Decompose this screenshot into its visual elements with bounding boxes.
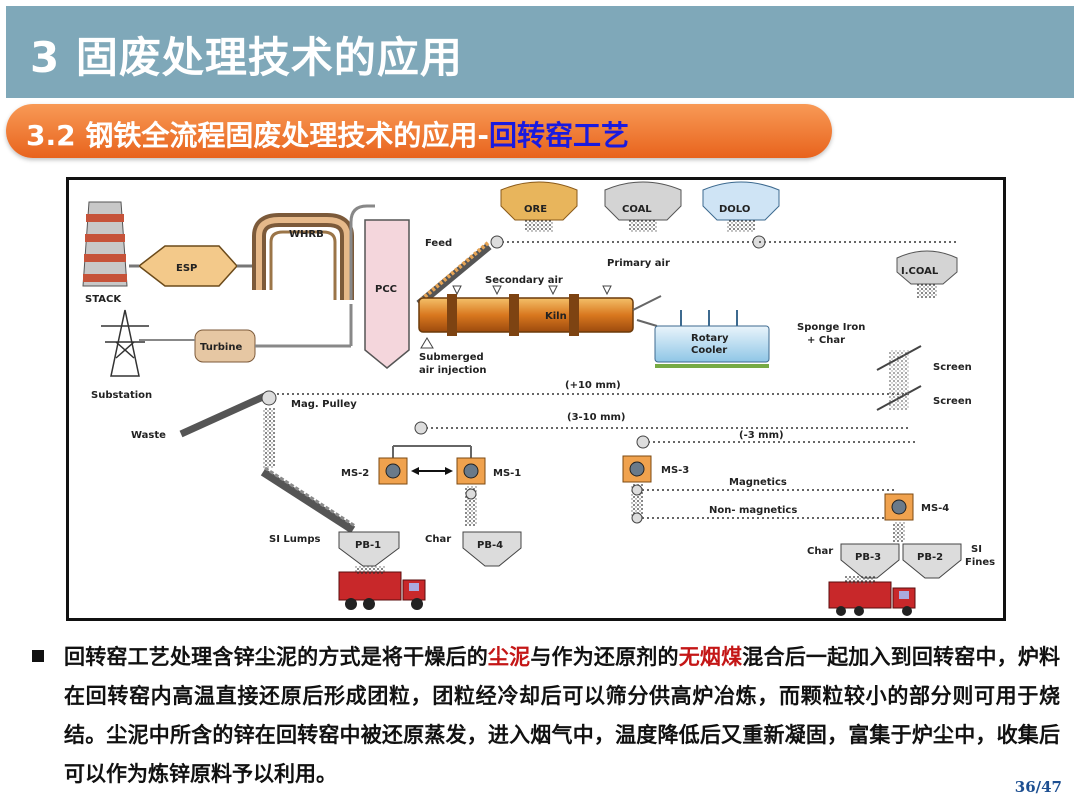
label-turbine: Turbine <box>200 342 242 353</box>
mag-pulley-icon <box>261 390 277 406</box>
rotary-kiln <box>418 294 634 336</box>
pulley-icon <box>631 512 643 524</box>
submerged-nozzle <box>420 337 434 349</box>
process-diagram: STACK ESP WHRB PCC Feed <box>66 177 1006 621</box>
page-title: 3 固废处理技术的应用 <box>30 33 463 82</box>
ore-bin <box>500 181 578 232</box>
label-submerged: Submerged <box>419 352 484 363</box>
rotary-cooler <box>654 310 770 368</box>
label-secondary-air: Secondary air <box>485 275 563 286</box>
subtitle-prefix: 3.2 钢铁全流程固废处理技术的应用- <box>26 119 489 152</box>
whrb-boiler <box>252 204 375 300</box>
esp-unit <box>129 245 255 287</box>
body-seg-3: 与作为还原剂的 <box>530 645 679 669</box>
ms3-separator <box>622 455 652 483</box>
label-ms2: MS-2 <box>341 468 369 479</box>
label-dolo: DOLO <box>719 204 750 215</box>
label-screen-2: Screen <box>933 396 972 407</box>
label-plus10: (+10 mm) <box>565 380 621 391</box>
pulley-icon <box>414 421 428 435</box>
label-rotary-cooler-1: Rotary <box>691 333 729 344</box>
truck-left-icon <box>338 566 426 610</box>
label-si: SI <box>971 544 982 555</box>
label-mag-pulley: Mag. Pulley <box>291 399 357 410</box>
label-screen-1: Screen <box>933 362 972 373</box>
pb2-bin <box>902 543 962 579</box>
coal-bin <box>604 181 682 232</box>
label-minus3: (-3 mm) <box>739 430 784 441</box>
icoal-bin <box>896 250 958 298</box>
process-diagram-svg: STACK ESP WHRB PCC Feed <box>82 181 995 616</box>
label-pb4: PB-4 <box>477 540 503 551</box>
label-substation: Substation <box>91 390 152 401</box>
body-paragraph: 回转窑工艺处理含锌尘泥的方式是将干燥后的尘泥与作为还原剂的无烟煤混合后一起加入到… <box>64 638 1060 794</box>
label-ms1: MS-1 <box>493 468 521 479</box>
pb4-bin <box>462 531 522 567</box>
label-fines: Fines <box>965 557 995 568</box>
pulley-icon <box>631 484 643 496</box>
air-nozzles <box>452 285 612 296</box>
waste-conveyor <box>179 392 267 438</box>
subtitle-highlight: 回转窑工艺 <box>488 119 629 152</box>
label-feed: Feed <box>425 238 452 249</box>
label-non-magnetics: Non- magnetics <box>709 505 797 516</box>
label-char-2: Char <box>807 546 833 557</box>
bullet-marker <box>32 650 44 662</box>
label-coal: COAL <box>622 204 652 215</box>
body-highlight-anthracite: 无烟煤 <box>678 645 743 669</box>
title-bar: 3 固废处理技术的应用 <box>6 6 1074 98</box>
ms1-separator <box>456 457 486 485</box>
label-pcc: PCC <box>375 284 397 295</box>
substation-tower <box>101 309 149 377</box>
label-esp: ESP <box>176 263 197 274</box>
label-3-10: (3-10 mm) <box>567 412 626 423</box>
section-subtitle: 3.2 钢铁全流程固废处理技术的应用-回转窑工艺 <box>26 114 629 154</box>
label-air-injection: air injection <box>419 365 486 376</box>
label-kiln: Kiln <box>545 311 567 322</box>
label-whrb: WHRB <box>289 229 324 240</box>
pb3-bin <box>840 543 900 579</box>
pulley-icon <box>636 435 650 449</box>
body-seg-5: 混合后一起加入到回转窑中，炉料在回转窑内高温直接还原后形成团粒，团粒经冷却后可以… <box>64 645 1061 786</box>
label-waste: Waste <box>131 430 166 441</box>
truck-right-icon <box>828 576 916 616</box>
label-si-lumps: SI Lumps <box>269 534 320 545</box>
body-seg-1: 回转窑工艺处理含锌尘泥的方式是将干燥后的 <box>64 645 488 669</box>
pulley-icon <box>490 235 504 249</box>
turbine <box>139 304 353 363</box>
si-lumps-conveyor <box>260 468 356 534</box>
label-icoal: I.COAL <box>901 266 939 277</box>
section-subtitle-banner: 3.2 钢铁全流程固废处理技术的应用-回转窑工艺 <box>6 104 832 158</box>
page-number: 36/47 <box>1014 778 1062 796</box>
label-char-1: Char <box>425 534 451 545</box>
label-pb2: PB-2 <box>917 552 943 563</box>
label-pb3: PB-3 <box>855 552 881 563</box>
stack-chimney <box>82 201 128 287</box>
label-ms4: MS-4 <box>921 503 949 514</box>
label-rotary-cooler-2: Cooler <box>691 345 727 356</box>
ms4-separator <box>884 493 914 521</box>
label-stack: STACK <box>85 294 122 305</box>
label-ms3: MS-3 <box>661 465 689 476</box>
label-primary-air: Primary air <box>607 258 670 269</box>
label-magnetics: Magnetics <box>729 477 787 488</box>
body-highlight-dust: 尘泥 <box>487 645 531 669</box>
pcc-chamber <box>364 219 410 369</box>
pulley-icon <box>465 488 477 500</box>
label-pb1: PB-1 <box>355 540 381 551</box>
label-ore: ORE <box>524 204 547 215</box>
dolo-bin <box>702 181 780 232</box>
label-plus-char: + Char <box>807 335 845 346</box>
ms2-separator <box>378 457 408 485</box>
label-sponge-iron: Sponge Iron <box>797 322 865 333</box>
